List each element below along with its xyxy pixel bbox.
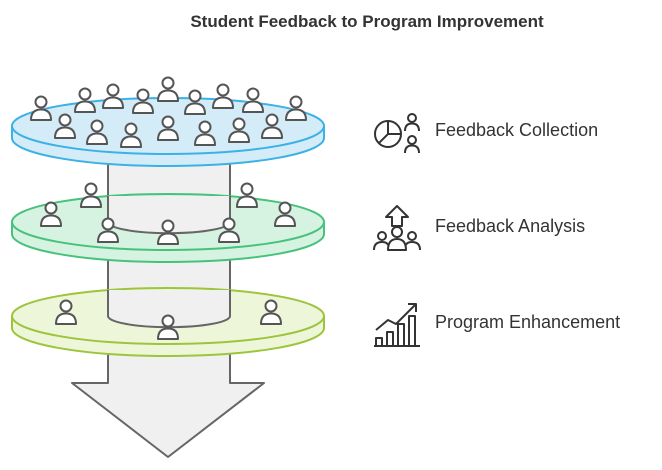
diagram-title: Student Feedback to Program Improvement (190, 12, 544, 31)
stage-label-analysis: Feedback Analysis (435, 216, 586, 236)
stage-label-enhancement: Program Enhancement (435, 312, 621, 332)
group-growth-icon (373, 205, 421, 251)
pie-chart-people-icon (374, 113, 420, 154)
stage-label-collection: Feedback Collection (435, 120, 599, 140)
bar-chart-growth-icon (374, 303, 420, 347)
